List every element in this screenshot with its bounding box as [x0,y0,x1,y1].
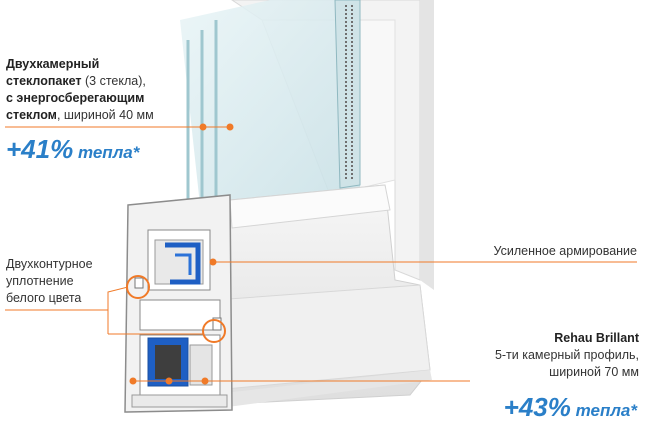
reinforcement-callout: Усиленное армирование [493,244,637,258]
leader-lines [5,126,637,382]
seal-line2: уплотнение [6,274,74,288]
marker-dots [129,123,234,385]
glass-line2-bold: стеклопакет [6,74,82,88]
glass-line1: Двухкамерный [6,57,100,71]
glass-line4-bold: стеклом [6,108,57,122]
profile-warmth-bonus: +43% тепла* [504,392,637,423]
profile-callout: Rehau Brillant 5-ти камерный профиль, ши… [495,330,639,381]
profile-bonus-word: тепла* [570,401,637,420]
seal-line3: белого цвета [6,291,82,305]
profile-title: Rehau Brillant [554,331,639,345]
glass-line3: с энергосберегающим [6,91,145,105]
glass-line2-rest: (3 стекла), [81,74,146,88]
glass-callout: Двухкамерный стеклопакет (3 стекла), с э… [6,56,206,124]
profile-cross-section [124,194,233,413]
profile-line2: шириной 70 мм [549,365,639,379]
profile-line1: 5-ти камерный профиль, [494,348,639,362]
glass-bonus-percent: +41% [6,134,74,164]
glass-warmth-bonus: +41% тепла* [6,134,139,165]
glass-unit [175,0,361,223]
profile-bonus-percent: +43% [503,392,571,422]
glass-bonus-word: тепла* [73,143,140,162]
seal-callout: Двухконтурное уплотнение белого цвета [6,256,93,307]
seal-line1: Двухконтурное [6,257,93,271]
glass-line4-rest: , шириной 40 мм [56,108,154,122]
